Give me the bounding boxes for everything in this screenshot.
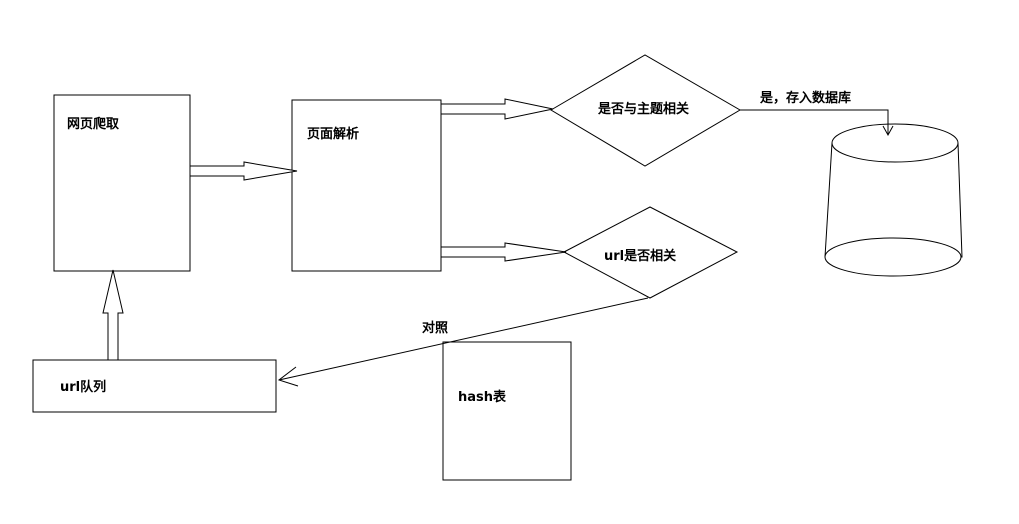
arrow-queue-to-crawl bbox=[102, 269, 124, 361]
arrow-topic-to-database bbox=[740, 109, 889, 135]
parse-label: 页面解析 bbox=[307, 126, 359, 142]
arrow-parse-to-url bbox=[440, 242, 567, 262]
arrow-url-to-queue-head bbox=[277, 366, 299, 387]
hash-table-label: hash表 bbox=[458, 389, 507, 405]
hash-table-box bbox=[442, 341, 572, 481]
url-check-diamond bbox=[562, 206, 739, 299]
store-label: 是，存入数据库 bbox=[759, 90, 851, 106]
parse-box bbox=[291, 99, 442, 272]
database-top bbox=[831, 123, 959, 163]
crawl-box bbox=[53, 94, 191, 272]
arrow-url-to-queue bbox=[278, 297, 649, 381]
url-queue-label: url队列 bbox=[60, 379, 106, 395]
url-check-label: url是否相关 bbox=[604, 248, 676, 264]
crawl-label: 网页爬取 bbox=[67, 116, 120, 132]
database-cylinder bbox=[824, 123, 963, 277]
arrow-crawl-to-parse bbox=[189, 161, 298, 181]
arrow-topic-to-database-head bbox=[882, 125, 894, 137]
arrow-parse-to-topic bbox=[440, 98, 554, 120]
url-queue-box bbox=[32, 359, 277, 413]
topic-check-label: 是否与主题相关 bbox=[597, 101, 689, 117]
database-bottom bbox=[824, 237, 962, 277]
compare-label: 对照 bbox=[422, 320, 448, 336]
